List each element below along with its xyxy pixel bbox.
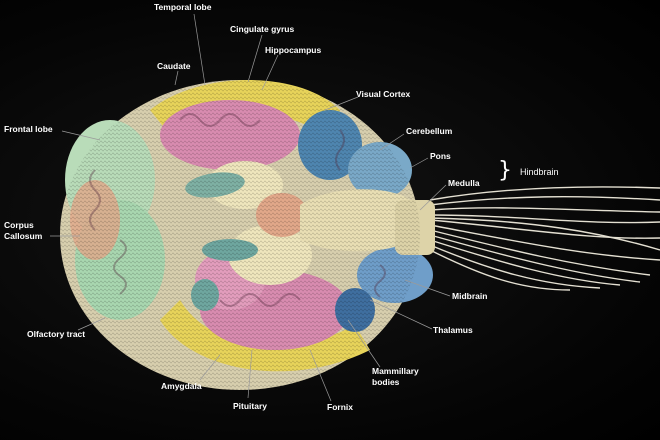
spinal-cord-strings — [429, 186, 660, 291]
label-hippocampus: Hippocampus — [265, 45, 322, 55]
label-amygdala: Amygdala — [161, 381, 202, 391]
label-midbrain: Midbrain — [452, 291, 488, 301]
label-hindbrain: Hindbrain — [520, 167, 559, 177]
label-corpus-callosum-line1: Corpus — [4, 220, 34, 230]
leader-lines — [50, 13, 451, 402]
label-pons: Pons — [430, 151, 451, 161]
label-temporal-lobe: Temporal lobe — [154, 2, 212, 12]
label-frontal-lobe: Frontal lobe — [4, 124, 53, 134]
brain-body — [60, 80, 435, 390]
label-cerebellum: Cerebellum — [406, 126, 453, 136]
label-visual-cortex: Visual Cortex — [356, 89, 411, 99]
label-caudate: Caudate — [157, 61, 191, 71]
hindbrain-brace: } — [498, 158, 512, 183]
label-pituitary: Pituitary — [233, 401, 268, 411]
label-corpus-callosum-line2: Callosum — [4, 231, 43, 241]
label-olfactory-tract: Olfactory tract — [27, 329, 86, 339]
label-mammillary-bodies-line2: bodies — [372, 377, 400, 387]
label-cingulate-gyrus: Cingulate gyrus — [230, 24, 295, 34]
label-thalamus: Thalamus — [433, 325, 473, 335]
label-fornix: Fornix — [327, 402, 353, 412]
label-medulla: Medulla — [448, 178, 480, 188]
label-mammillary-bodies-line1: Mammillary — [372, 366, 419, 376]
